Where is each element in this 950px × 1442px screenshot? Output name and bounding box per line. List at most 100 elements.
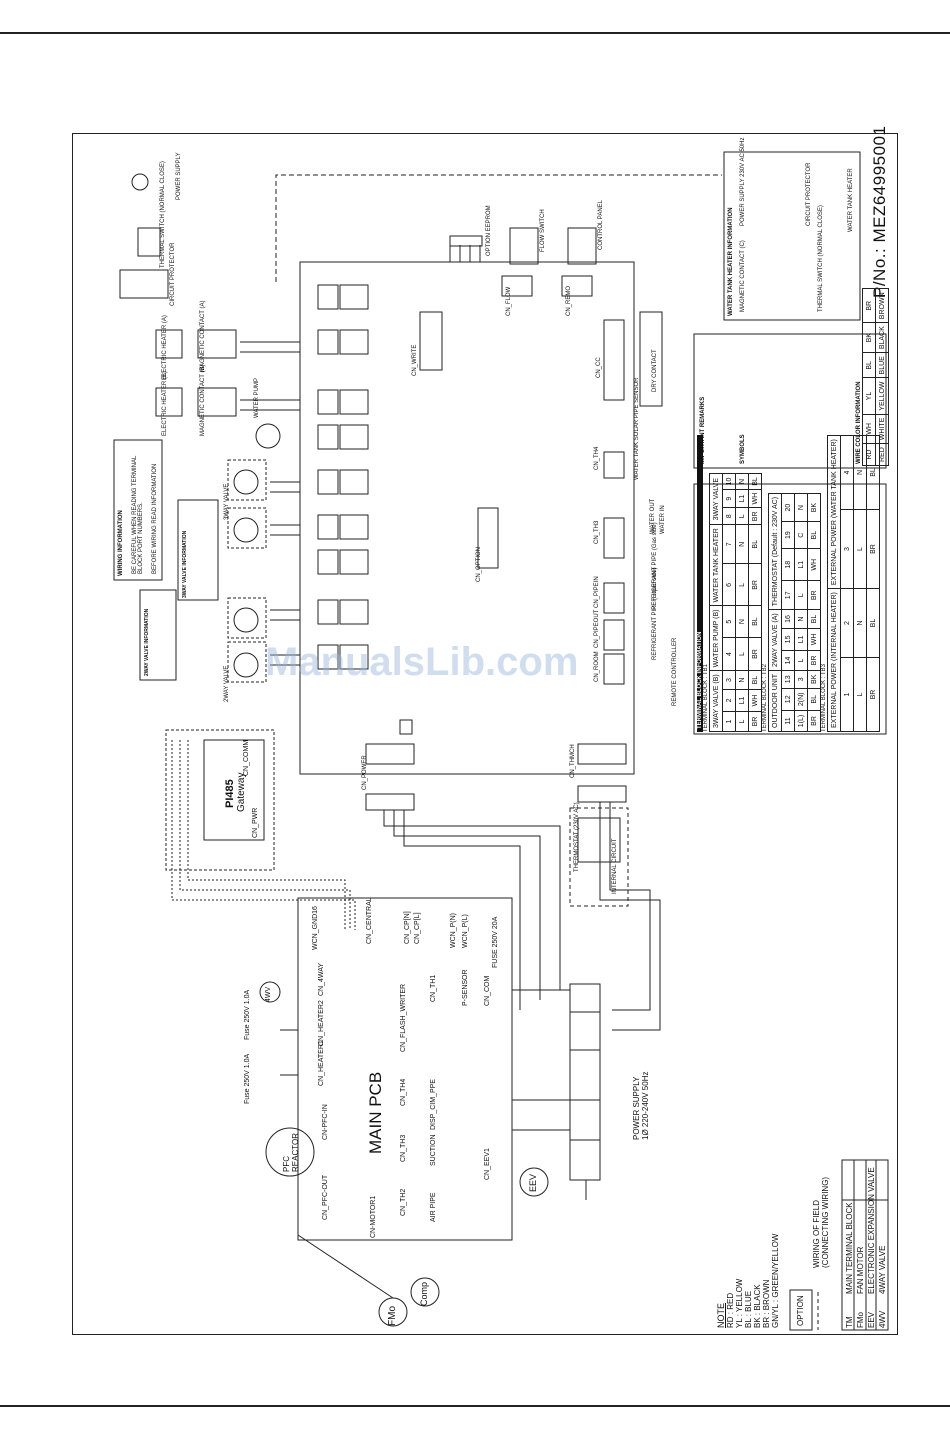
tb2-col: WH: [807, 628, 821, 651]
upper-label-20: CN_OPTION: [476, 546, 482, 582]
pcb-connector-1: CN_PFC-OUT: [322, 1174, 329, 1220]
upper-label-7: WATER PUMP: [254, 378, 260, 418]
electric-heater-a: [155, 329, 183, 359]
pcb-connector-7: CN_CENTRAL: [366, 897, 373, 944]
tb1-num: 2: [722, 689, 736, 712]
water-pump-motor: [255, 423, 281, 449]
power-supply-symbol: [131, 173, 149, 191]
diagram-frame: [72, 133, 898, 1335]
main-pcb-box: [297, 897, 513, 1241]
tb1-col: BR: [748, 637, 762, 671]
tb2-sig: L1: [794, 628, 808, 651]
tb2-num: 14: [781, 650, 795, 671]
tb1-sig: N: [735, 670, 749, 690]
tb1-group-2: WATER TANK HEATER: [709, 524, 723, 606]
wiring-info-item-1: BE CAREFUL WHEN READING TERMINAL BLOCK P…: [132, 455, 144, 574]
color-code-5: BR: [862, 288, 876, 323]
wiring-info-title: WIRING INFORMATION: [118, 510, 124, 576]
upper-label-5: ELECTRIC HEATER (B): [162, 371, 168, 436]
circuit-protector: [119, 269, 169, 299]
tank-heater-box: [723, 151, 861, 321]
valve-motor-2: [233, 517, 259, 543]
pcb-connector-0: CN-MOTOR1: [370, 1195, 377, 1238]
fmo-label: FMo: [387, 1306, 398, 1326]
tb1-col: WH: [748, 489, 762, 508]
thermal-switch: [137, 227, 161, 257]
pcb-connector-22: AIR PIPE: [430, 1192, 437, 1222]
tank-heater-power: POWER SUPPLY 230V AC 50Hz: [740, 137, 746, 226]
relay-rows: [317, 284, 369, 670]
legend-table: [841, 1159, 889, 1331]
tb1-sig: N: [735, 605, 749, 638]
valve-motor-4: [233, 652, 259, 678]
tb2-num: 16: [781, 609, 795, 629]
note-block: NOTE RD : RED YL : YELLOW BL : BLUE BK :…: [716, 1234, 780, 1328]
control-box: [299, 261, 635, 775]
pcb-connector-16: CN_FLASH_WRITER: [400, 983, 407, 1052]
note-color-5: GN/YL : GREEN/YELLOW: [771, 1233, 780, 1328]
tb1-col: BR: [748, 507, 762, 525]
upper-label-2: CIRCUIT PROTECTOR: [170, 242, 176, 306]
comp-label: Comp: [419, 1281, 429, 1306]
tb1-num: 10: [722, 473, 736, 490]
upper-label-29: REFRIGERANT PIPE (Liquid side): [652, 567, 658, 660]
tb2-col: WH: [807, 548, 821, 581]
pcb-connector-12: FUSE 250V 20A: [492, 916, 499, 968]
fourway-label: 4WV: [265, 986, 272, 1002]
fuse-label-1: Fuse 250V 1.0A: [244, 989, 251, 1040]
upper-label-15: CN_TH4: [594, 446, 600, 470]
tb2-sig: 1(L): [794, 710, 808, 732]
tb2-num: 18: [781, 548, 795, 581]
tb2-col: BL: [807, 688, 821, 711]
eev-coil: [519, 1167, 549, 1197]
legend-code-2: EEV: [867, 1311, 876, 1328]
main-terminal-block: [569, 983, 601, 1181]
note-color-3: BK : BLACK: [753, 1284, 762, 1328]
terminal-block-info: TERMINAL BLOCK INFORMATION TERMINAL BLOC…: [697, 435, 880, 732]
upper-label-30: THERMOSTAT (230V AC): [574, 802, 580, 872]
top-rule: [0, 32, 950, 34]
magnetic-contact-a: [197, 329, 237, 359]
tb1-col: BR: [748, 711, 762, 732]
terminal-block-table: [693, 483, 887, 735]
tb1-col: BL: [748, 605, 762, 638]
tb3-sig: L: [853, 657, 867, 732]
upper-label-32: DRY CONTACT: [652, 349, 658, 392]
tb1-sig: L1: [735, 689, 749, 712]
tb2-col: BL: [807, 609, 821, 629]
legend-desc-1: FAN MOTOR: [856, 1246, 865, 1294]
legend-code-3: 4WV: [878, 1310, 887, 1328]
pcb-connector-23: CN_EEV1: [484, 1148, 491, 1180]
part-number: P/No.: MEZ64995001: [870, 125, 889, 298]
legend-desc-3: 4WAY VALVE: [878, 1245, 887, 1294]
tb1-table: 3WAY VALVE (B) WATER PUMP (B) WATER TANK…: [709, 473, 762, 732]
pcb-connector-10: WCN_P(N): [450, 913, 457, 948]
tank-heater-thermal: THERMAL SWITCH (NORMAL CLOSE): [818, 205, 824, 312]
pfc-reactor: [265, 1127, 315, 1177]
tb1-num: 3: [722, 670, 736, 690]
tb2-sig: N: [794, 609, 808, 629]
tb1-num: 8: [722, 507, 736, 525]
tb1-sig: L1: [735, 489, 749, 508]
upper-label-22: FLOW SWITCH: [540, 209, 546, 252]
note-title: NOTE: [716, 1302, 726, 1328]
upper-label-9: 2WAY VALVE: [224, 665, 230, 702]
tb1-num: 7: [722, 524, 736, 564]
note-color-0: RD : RED: [726, 1292, 735, 1328]
fuse-label-2: Fuse 250V 1.0A: [244, 1053, 251, 1104]
upper-label-10: CN_POWER: [362, 755, 368, 790]
tb1-sig: L: [735, 507, 749, 525]
twoway-info-title: 2WAY VALVE INFORMATION: [144, 608, 150, 676]
magnetic-contact-b: [197, 387, 237, 417]
upper-label-16: CN_TH3: [594, 520, 600, 544]
tb2-sig: N: [794, 493, 808, 522]
tb1-group-3: 3WAY VALVE: [709, 473, 723, 525]
pcb-connector-6: WCN_GND16: [312, 906, 319, 950]
tb1-sig: L: [735, 563, 749, 606]
tb3-sig: N: [853, 435, 867, 510]
legend-code-1: FMo: [856, 1312, 865, 1328]
tb2-col: BR: [807, 710, 821, 732]
pcb-connector-18: DISP_CIM_PPE: [430, 1079, 437, 1130]
upper-label-24: OPTION EEPROM: [486, 205, 492, 256]
tb3-group-1: EXTERNAL POWER (WATER TANK HEATER): [827, 435, 841, 589]
